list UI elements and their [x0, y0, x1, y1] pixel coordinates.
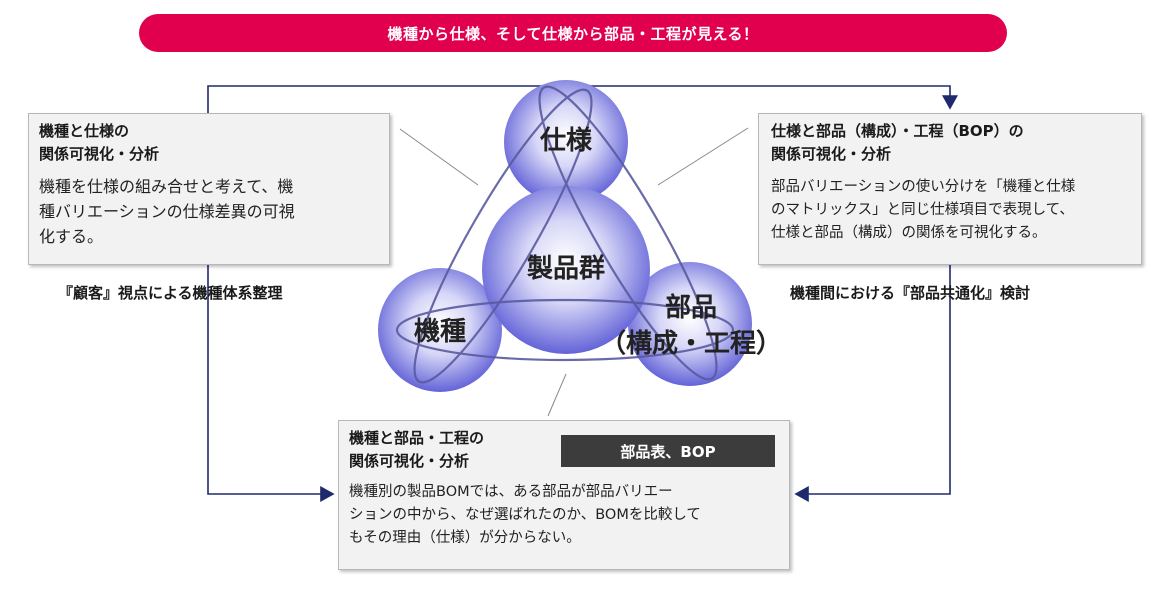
pointer-line-right: [657, 127, 749, 186]
callout-model-spec-body: 機種を仕様の組み合せと考えて、機 種バリエーションの仕様差異の可視 化する。: [39, 177, 295, 246]
sphere-model: [378, 268, 502, 392]
connector-left-to-bottom: [207, 265, 335, 502]
node-label-product-group: 製品群: [526, 254, 605, 284]
callout-model-spec: 機種と仕様の 関係可視化・分析 機種を仕様の組み合せと考えて、機 種バリエーショ…: [28, 113, 390, 265]
callout-model-parts: 機種と部品・工程の 関係可視化・分析 部品表、BOP 機種別の製品BOMでは、あ…: [338, 420, 790, 570]
callout-spec-parts-title: 仕様と部品（構成）・工程（BOP）の 関係可視化・分析: [771, 122, 1024, 163]
node-label-model: 機種: [413, 317, 466, 347]
pointer-line-left: [399, 128, 479, 186]
ring-model-parts: [395, 298, 735, 362]
caption-parts-commonization: 機種間における『部品共通化』検討: [790, 284, 1031, 302]
callout-spec-parts-body: 部品バリエーションの使い分けを「機種と仕様 のマトリックス」と同じ仕様項目で表現…: [771, 179, 1076, 241]
connector-right-to-bottom: [794, 265, 951, 502]
ring-spec-parts: [538, 85, 718, 381]
node-label-spec: 仕様: [539, 126, 592, 156]
callout-model-spec-title: 機種と仕様の 関係可視化・分析: [39, 122, 160, 163]
ring-spec-model: [413, 88, 593, 384]
node-label-parts: 部品 （構成・工程）: [599, 293, 782, 359]
callout-model-parts-body: 機種別の製品BOMでは、ある部品が部品バリエー ションの中から、なぜ選ばれたのか…: [349, 484, 701, 546]
headline-banner: 機種から仕様、そして仕様から部品・工程が見える！: [139, 14, 1007, 52]
callout-model-parts-title: 機種と部品・工程の 関係可視化・分析: [349, 429, 485, 470]
caption-customer-view: 『顧客』視点による機種体系整理: [58, 284, 283, 302]
sphere-spec: [504, 80, 628, 204]
callout-spec-parts: 仕様と部品（構成）・工程（BOP）の 関係可視化・分析 部品バリエーションの使い…: [758, 113, 1142, 265]
bom-bop-tag: 部品表、BOP: [561, 435, 775, 467]
sphere-product-group: [482, 186, 650, 354]
pointer-line-bottom: [547, 373, 567, 417]
